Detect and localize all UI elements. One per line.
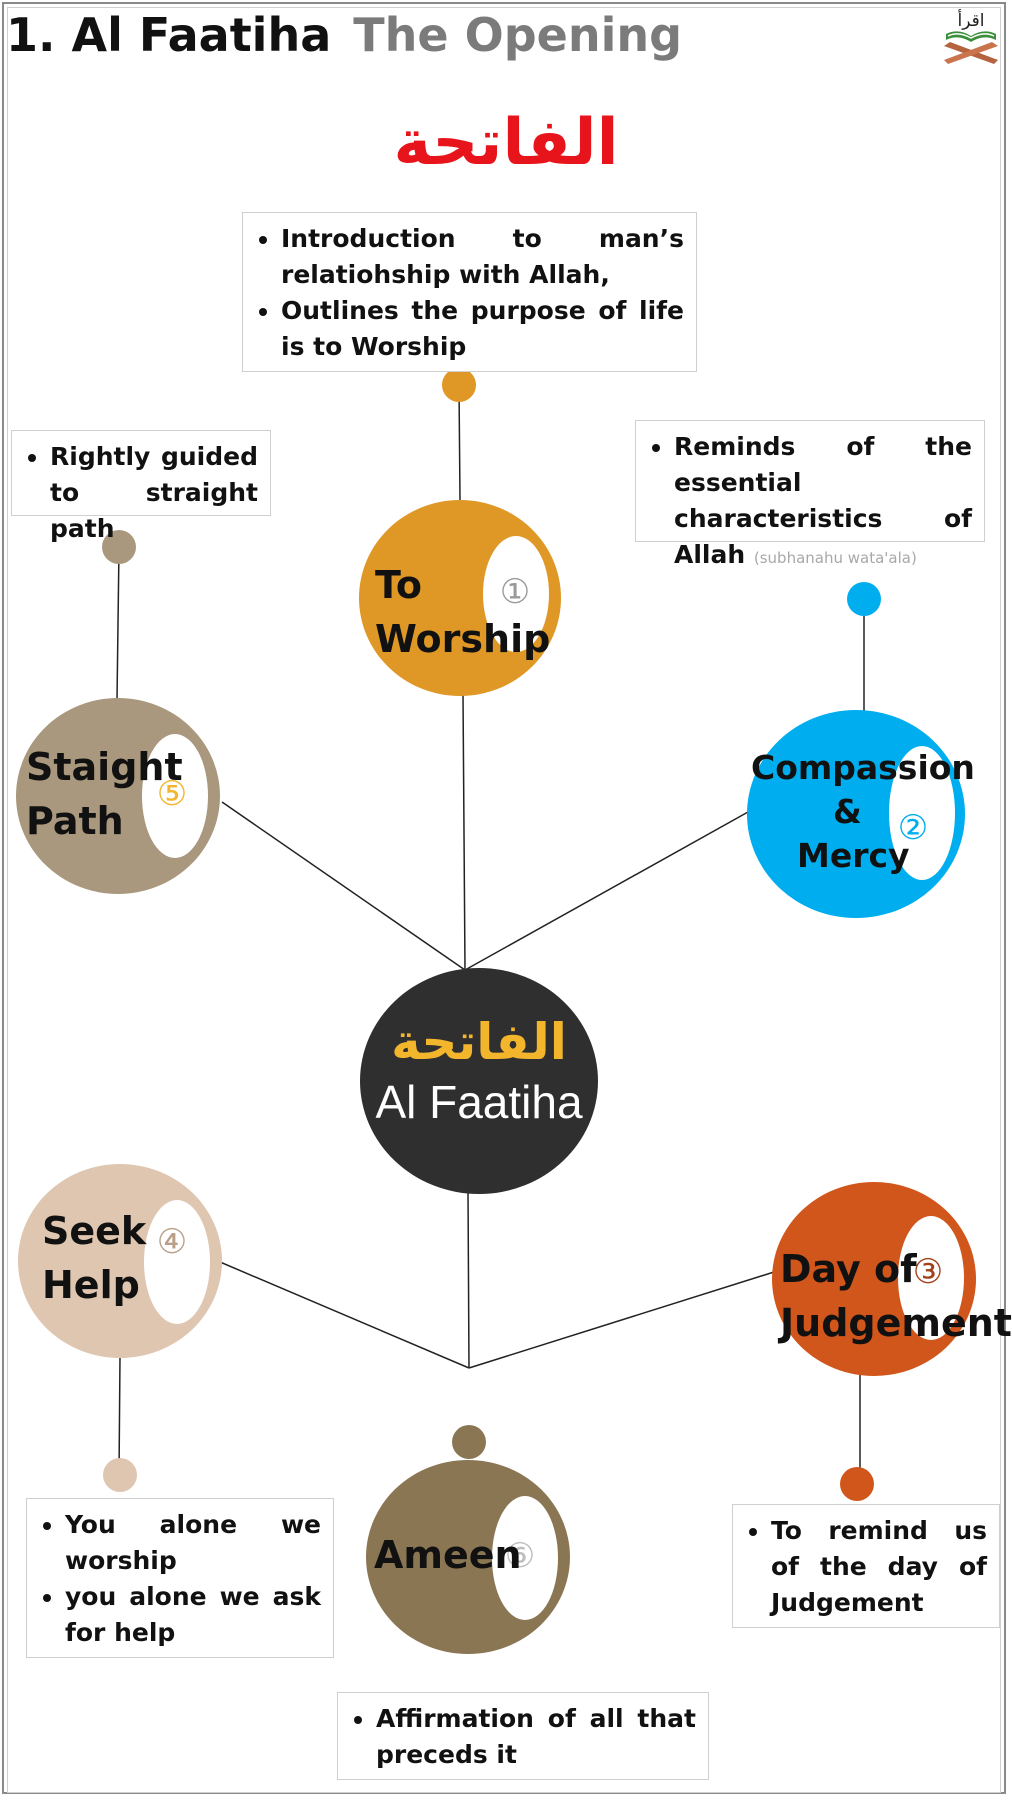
worship-info-item: Outlines the purpose of life is to Worsh… (281, 293, 684, 365)
worship-info-item: Introduction to man’s relatiohship with … (281, 221, 684, 293)
judgement-label-line2: Judgement (780, 1301, 1012, 1345)
straight-path-pin-dot (102, 530, 136, 564)
compassion-to-center-line (464, 811, 749, 971)
ameen-label: Ameen (374, 1533, 522, 1577)
straight-path-node: ⑤ Staight Path (16, 698, 220, 894)
compassion-number: ② (897, 808, 929, 848)
seek-help-info-item: you alone we ask for help (65, 1579, 321, 1651)
seek-help-info-box: You alone we worship you alone we ask fo… (26, 1498, 334, 1658)
center-english-label: Al Faatiha (375, 1076, 583, 1128)
straight-path-to-center-line (221, 801, 466, 971)
compassion-info-text: Reminds of the essential characteristics… (674, 432, 972, 569)
straight-path-label-line1: Staight (26, 745, 183, 789)
straight-path-label-line2: Path (26, 799, 124, 843)
compassion-info-note: (subhanahu wata'ala) (753, 549, 917, 567)
quran-logo-icon: اقرأ (944, 9, 998, 64)
straight-path-info-box: Rightly guided to straight path (11, 430, 271, 543)
logo-text: اقرأ (958, 9, 985, 31)
compassion-label-line1: Compassion (751, 748, 975, 787)
judgement-number: ③ (912, 1252, 944, 1292)
title-subtitle: The Opening (353, 8, 683, 62)
compassion-info-item: Reminds of the essential characteristics… (674, 429, 972, 576)
center-arabic-label: الفاتحة (391, 1013, 567, 1071)
compassion-pin-dot (847, 582, 881, 616)
worship-label-line2: Worship (375, 617, 551, 661)
straight-path-number: ⑤ (156, 774, 188, 814)
judgement-to-junction-line (468, 1271, 775, 1369)
straight-path-info-item: Rightly guided to straight path (50, 439, 258, 547)
ameen-node: ⑥ Ameen (366, 1460, 570, 1654)
seek-help-info-item: You alone we worship (65, 1507, 321, 1579)
worship-info-box: Introduction to man’s relatiohship with … (242, 212, 697, 372)
seek-help-label-line2: Help (42, 1263, 140, 1307)
judgement-pin-dot (840, 1467, 874, 1501)
seek-help-node: ④ Seek Help (18, 1164, 222, 1358)
judgement-info-box: To remind us of the day of Judgement (732, 1504, 1000, 1628)
worship-to-center-line (462, 693, 466, 971)
compassion-label-line2: & (833, 792, 862, 831)
seek-help-pin-dot (103, 1458, 137, 1492)
ameen-info-box: Affirmation of all that preceds it (337, 1692, 709, 1780)
ameen-info-item: Affirmation of all that preceds it (376, 1701, 696, 1773)
center-node: الفاتحة Al Faatiha (360, 968, 598, 1194)
seek-help-label-line1: Seek (42, 1209, 147, 1253)
compassion-info-box: Reminds of the essential characteristics… (635, 420, 985, 569)
center-to-ameen-line (467, 1191, 470, 1369)
seek-help-pin-line (118, 1355, 121, 1477)
title-main: 1. Al Faatiha (6, 8, 332, 62)
page-title: 1. Al Faatiha The Opening (6, 4, 682, 66)
worship-label-line1: To (375, 563, 422, 607)
arabic-title: الفاتحة (393, 106, 619, 180)
worship-node: ① To Worship (359, 500, 561, 696)
worship-pin-line (458, 385, 461, 501)
worship-pin-dot (442, 368, 476, 402)
worship-number: ① (499, 572, 531, 612)
compassion-node: ② Compassion & Mercy (747, 710, 975, 918)
ameen-pin-dot (452, 1425, 486, 1459)
compassion-label-line3: Mercy (797, 836, 910, 875)
judgement-node: ③ Day of Judgement (772, 1182, 1012, 1376)
judgement-info-item: To remind us of the day of Judgement (771, 1513, 987, 1621)
straight-path-pin-line (116, 547, 120, 701)
seek-help-to-junction-line (219, 1261, 470, 1369)
page-inner-border (7, 7, 1001, 1793)
seek-help-number: ④ (156, 1222, 188, 1262)
judgement-label-line1: Day of (780, 1247, 917, 1291)
ameen-number: ⑥ (504, 1536, 536, 1576)
